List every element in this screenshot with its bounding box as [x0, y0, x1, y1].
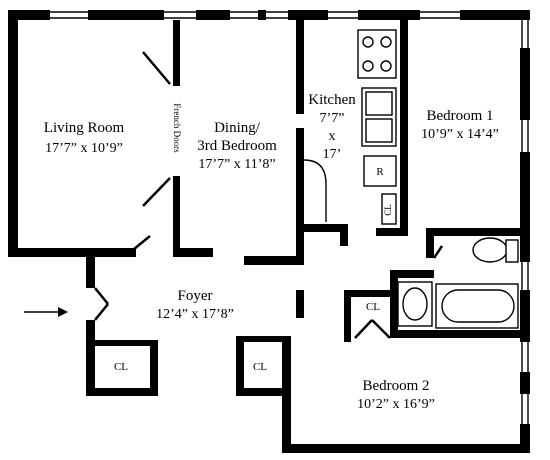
interior-walls [173, 20, 530, 342]
bedroom1-name: Bedroom 1 [426, 108, 493, 124]
kitchen-counter-curve [303, 159, 327, 222]
foyer-size: 12’4” x 17’8” [156, 307, 234, 322]
entry-arrow-icon [24, 307, 68, 317]
bathtub-icon [435, 283, 519, 329]
bedroom2-size: 10’2” x 16’9” [357, 397, 435, 412]
kitchen-size-line2: x [329, 129, 336, 144]
exterior-walls [8, 10, 530, 453]
toilet-icon [472, 237, 519, 263]
refrigerator-label: R [376, 166, 384, 178]
french-doors-label: French Doors [172, 103, 182, 153]
bath-closet-label: CL [366, 301, 380, 313]
foyer-closet-left-label: CL [114, 361, 128, 373]
kitchen-size-line3: 17’ [323, 147, 342, 162]
dining-size: 17’7” x 11’8” [198, 157, 275, 172]
closet-label: CL [383, 204, 393, 216]
sink-icon [361, 87, 397, 147]
living-room-size: 17’7” x 10’9” [45, 141, 123, 156]
dining-name-line1: Dining/ [214, 120, 261, 136]
bedroom2-name: Bedroom 2 [362, 378, 429, 394]
foyer-closet-right-label: CL [253, 361, 267, 373]
foyer-name: Foyer [178, 288, 213, 304]
bedroom1-size: 10’9” x 14’4” [421, 127, 499, 142]
kitchen-closet: CL [381, 193, 397, 225]
kitchen-size-line1: 7’7” [320, 111, 345, 126]
bath-sink-icon [397, 281, 433, 327]
stove-icon [357, 29, 397, 79]
doors [94, 51, 444, 339]
kitchen-name: Kitchen [308, 92, 356, 108]
windows [50, 11, 529, 424]
refrigerator: R [363, 155, 397, 187]
dining-name-line2: 3rd Bedroom [197, 138, 277, 154]
living-room-name: Living Room [44, 120, 125, 136]
